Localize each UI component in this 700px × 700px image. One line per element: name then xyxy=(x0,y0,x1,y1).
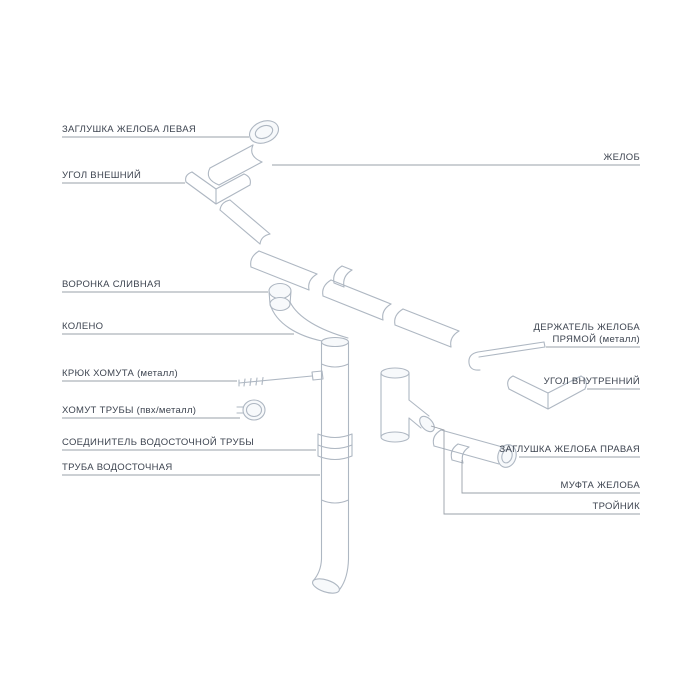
leader-gutter-coupling xyxy=(461,460,640,494)
part-end-cap-right xyxy=(497,444,517,468)
part-gutter-run xyxy=(322,265,460,348)
part-tee xyxy=(380,367,435,443)
labels-left: ЗАГЛУШКА ЖЕЛОБА ЛЕВАЯ УГОЛ ВНЕШНИЙ ВОРОН… xyxy=(62,124,254,473)
part-downpipe-connector xyxy=(317,433,353,461)
part-drain-funnel xyxy=(250,250,318,312)
leader-lines xyxy=(62,136,640,515)
label-end-cap-left: ЗАГЛУШКА ЖЕЛОБА ЛЕВАЯ xyxy=(62,124,196,135)
label-outer-corner: УГОЛ ВНЕШНИЙ xyxy=(62,169,141,181)
part-downpipe xyxy=(312,341,350,594)
leader-tee xyxy=(430,425,640,515)
label-clamp-hook: КРЮК ХОМУТА (металл) xyxy=(62,368,178,379)
part-outer-corner xyxy=(185,171,251,205)
part-clamp-hook xyxy=(238,370,324,387)
label-downpipe-connector: СОЕДИНИТЕЛЬ ВОДОСТОЧНОЙ ТРУБЫ xyxy=(62,436,254,448)
part-gutter-section-right xyxy=(432,429,507,465)
label-gutter: ЖЕЛОБ xyxy=(604,152,640,163)
label-tee: ТРОЙНИК xyxy=(593,500,641,512)
label-elbow: КОЛЕНО xyxy=(62,321,103,332)
label-pipe-clamp: ХОМУТ ТРУБЫ (пвх/металл) xyxy=(62,405,196,416)
part-inner-corner xyxy=(507,375,587,410)
part-gutter-coupling xyxy=(450,443,470,464)
label-end-cap-right: ЗАГЛУШКА ЖЕЛОБА ПРАВАЯ xyxy=(499,444,640,455)
label-downpipe: ТРУБА ВОДОСТОЧНАЯ xyxy=(62,462,173,473)
labels-right: ЖЕЛОБ ДЕРЖАТЕЛЬ ЖЕЛОБА ПРЯМОЙ (металл) У… xyxy=(499,152,640,512)
part-gutter-section-upper xyxy=(219,199,271,245)
part-gutter-section-top xyxy=(207,144,263,186)
label-drain-funnel: ВОРОНКА СЛИВНАЯ xyxy=(62,279,161,290)
label-gutter-bracket-line1: ДЕРЖАТЕЛЬ ЖЕЛОБА xyxy=(533,322,640,333)
part-pipe-clamp xyxy=(236,399,266,421)
label-gutter-bracket-line2: ПРЯМОЙ (металл) xyxy=(552,333,640,345)
part-end-cap-left xyxy=(248,120,280,144)
part-gutter-bracket xyxy=(468,341,546,371)
label-inner-corner: УГОЛ ВНУТРЕННИЙ xyxy=(544,375,640,387)
label-gutter-coupling: МУФТА ЖЕЛОБА xyxy=(561,480,641,491)
